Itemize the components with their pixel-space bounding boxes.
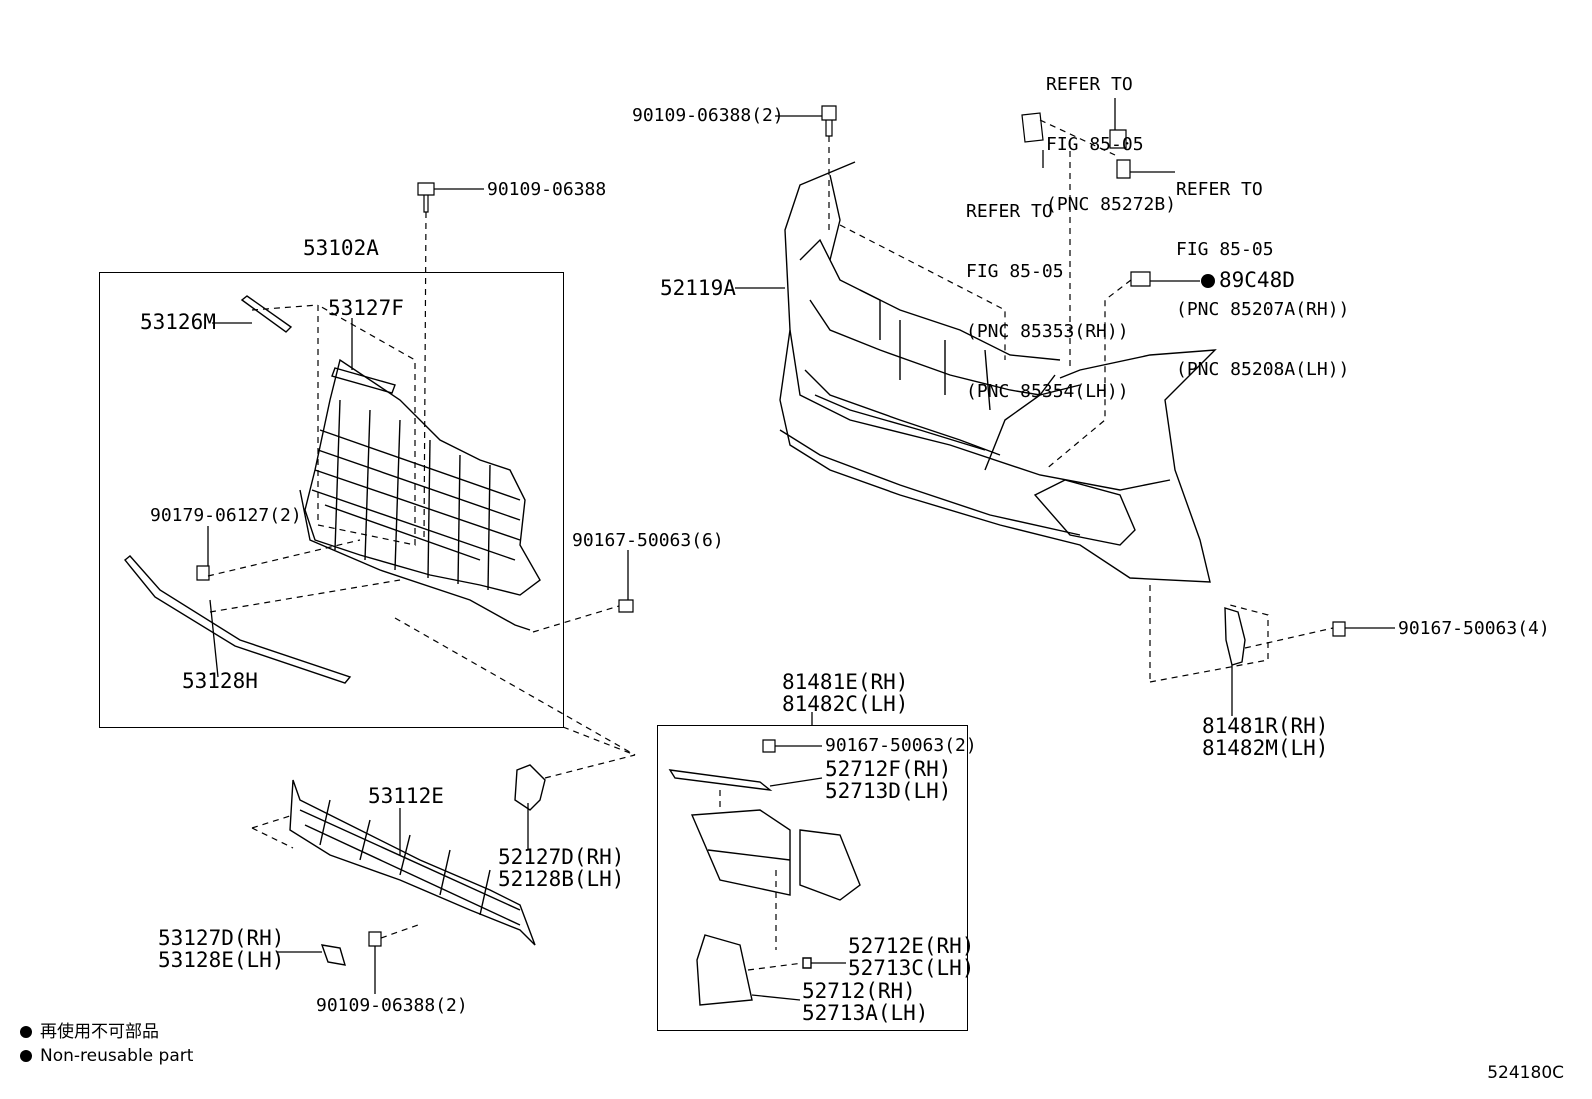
bullet-icon [20,1050,32,1062]
bullet-icon [20,1026,32,1038]
bumper-cover-drawing [779,161,1217,583]
label-81481r: 81481R(RH) [1202,714,1329,738]
dashed-guides [207,119,1334,971]
label-53126m: 53126M [140,310,216,334]
label-53112e: 53112E [368,784,444,808]
legend-row-english: Non-reusable part [20,1044,193,1068]
refer-note-a-line3: (PNC 85272B) [1046,194,1177,215]
label-52713c: 52713C(LH) [848,956,975,980]
refer-note-b-line2: FIG 85-05 [966,261,1064,282]
label-90179-06127: 90179-06127(2) [150,505,302,526]
fog-lamp-cover-box [657,725,968,1031]
label-53128h: 53128H [182,669,258,693]
refer-note-c-line3: (PNC 85207A(RH)) [1176,299,1350,320]
label-53128e: 53128E(LH) [158,948,285,972]
label-52713d: 52713D(LH) [825,779,952,803]
clip-52712e-drawing [802,957,812,969]
label-90167-50063-2: 90167-50063(2) [825,735,977,756]
bracket-52127d-drawing [514,764,546,811]
legend-text-english: Non-reusable part [40,1046,194,1066]
garnish-52712f-drawing [668,769,773,792]
label-52127d: 52127D(RH) [498,845,625,869]
label-52712: 52712(RH) [802,979,916,1003]
refer-note-b-line1: REFER TO [966,201,1053,222]
fog-cover-drawing [690,809,861,901]
refer-note-b-line3: (PNC 85353(RH)) [966,321,1129,342]
cover-52712-drawing [696,934,753,1006]
label-52712e: 52712E(RH) [848,934,975,958]
label-90167-50063-6: 90167-50063(6) [572,530,724,551]
label-90109-06388-top: 90109-06388 [487,179,607,200]
molding-53128h-drawing [124,555,352,684]
label-52128b: 52128B(LH) [498,867,625,891]
refer-note-c-line2: FIG 85-05 [1176,239,1274,260]
label-89c48d: 89C48D [1219,268,1295,292]
label-52119a: 52119A [660,276,736,300]
label-81482c: 81482C(LH) [782,692,909,716]
legend: 再使用不可部品 Non-reusable part [20,1020,193,1068]
refer-note-c-line4: (PNC 85208A(LH)) [1176,359,1350,380]
label-53127d: 53127D(RH) [158,926,285,950]
label-90167-50063-4: 90167-50063(4) [1398,618,1550,639]
label-90109-06388-bumper: 90109-06388(2) [632,105,784,126]
label-52712f: 52712F(RH) [825,757,952,781]
bracket-53127d-drawing [320,944,346,966]
refer-note-a-line1: REFER TO [1046,74,1133,95]
upper-grille-drawing [299,358,541,631]
bracket-81481r-drawing [1224,607,1246,666]
lower-grille-drawing [289,779,536,946]
refer-note-a: REFER TO FIG 85-05 (PNC 85272B) [1046,35,1176,235]
leader-lines [207,98,1395,1001]
refer-note-c-line1: REFER TO [1176,179,1263,200]
figure-number: 524180C [1487,1063,1564,1083]
non-reusable-marker-icon [1201,274,1215,288]
label-81481e: 81481E(RH) [782,670,909,694]
molding-53127f-drawing [331,367,396,394]
refer-note-b: REFER TO FIG 85-05 (PNC 85353(RH)) (PNC … [966,162,1129,422]
label-53127f: 53127F [328,296,404,320]
refer-note-b-line4: (PNC 85354(LH)) [966,381,1129,402]
molding-53126m-drawing [240,295,293,333]
label-81482m: 81482M(LH) [1202,736,1329,760]
legend-text-japanese: 再使用不可部品 [40,1022,159,1042]
label-90109-06388-bottom: 90109-06388(2) [316,995,468,1016]
label-52713a: 52713A(LH) [802,1001,929,1025]
refer-note-a-line2: FIG 85-05 [1046,134,1144,155]
refer-note-c: REFER TO FIG 85-05 (PNC 85207A(RH)) (PNC… [1176,140,1349,400]
upper-grille-assembly-box [99,272,564,728]
label-53102a: 53102A [303,236,379,260]
legend-row-japanese: 再使用不可部品 [20,1020,193,1044]
